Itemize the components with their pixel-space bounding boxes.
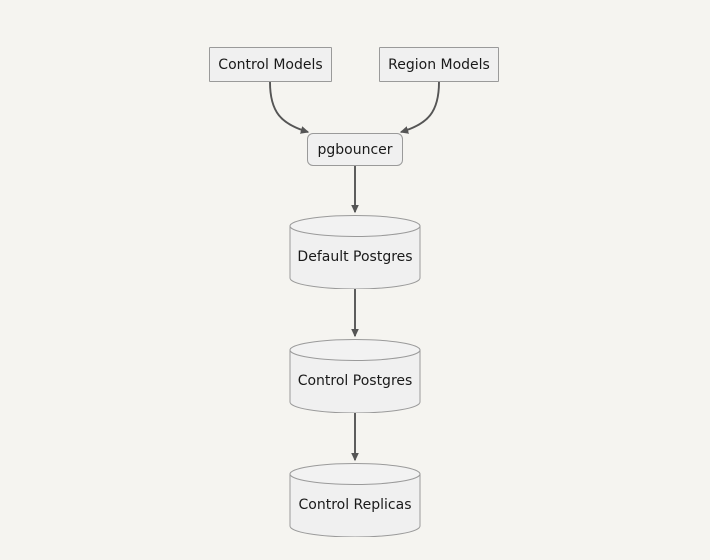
edge-region-models-to-pgbouncer [399,81,440,134]
node-pgbouncer[interactable]: pgbouncer [307,133,403,166]
database-cylinder-icon [289,339,421,413]
node-region-models[interactable]: Region Models [379,47,499,82]
node-default-postgres-label: Default Postgres [297,248,413,265]
node-control-postgres[interactable]: Control Postgres [289,339,421,413]
node-control-replicas-label: Control Replicas [298,496,412,513]
node-control-models[interactable]: Control Models [209,47,332,82]
database-cylinder-icon [289,215,421,289]
node-pgbouncer-label: pgbouncer [317,141,393,158]
node-region-models-label: Region Models [388,56,490,73]
database-cylinder-icon [289,463,421,537]
edge-control-models-to-pgbouncer [269,81,310,134]
node-default-postgres[interactable]: Default Postgres [289,215,421,289]
node-control-postgres-label: Control Postgres [297,372,413,389]
node-control-models-label: Control Models [218,56,323,73]
node-control-replicas[interactable]: Control Replicas [289,463,421,537]
